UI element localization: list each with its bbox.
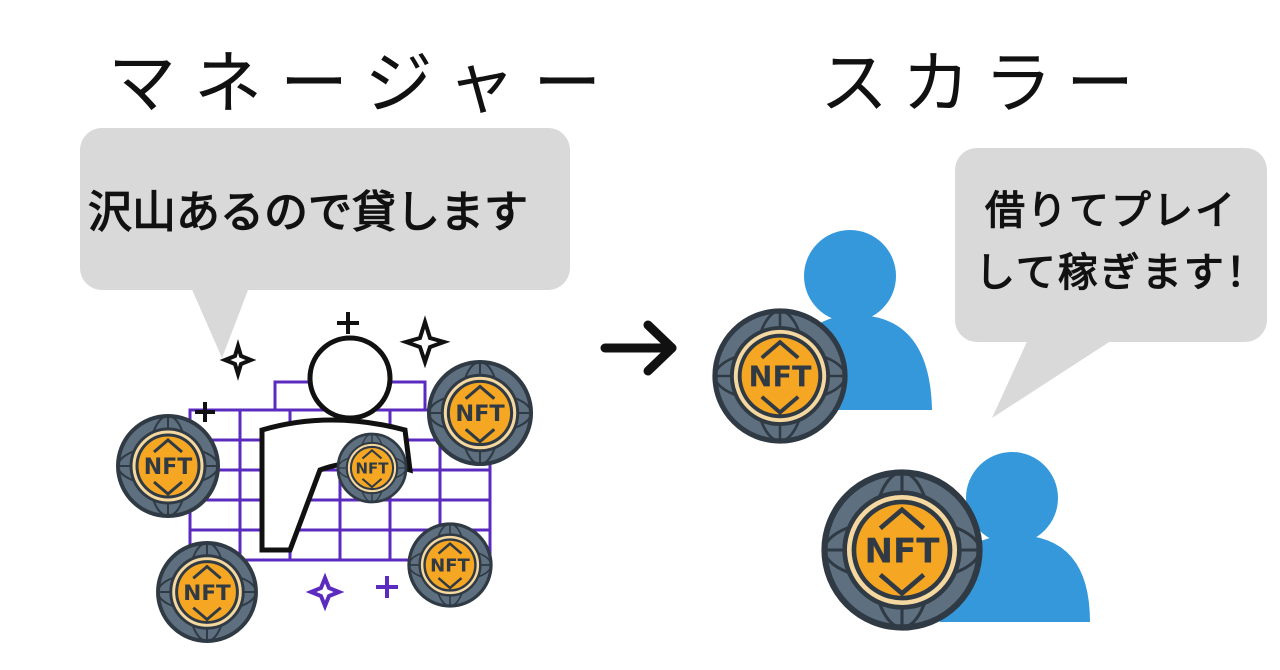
scholar-speech-bubble	[955, 148, 1267, 418]
manager-title: マネージャー	[108, 45, 620, 124]
coin-label: NFT	[144, 455, 192, 480]
coin-label: NFT	[455, 401, 505, 427]
nft-coin-icon: NFT	[336, 432, 408, 504]
nft-coin-icon: NFT	[715, 311, 845, 441]
nft-coin-icon: NFT	[429, 362, 531, 464]
scholar-speech-line-2: して稼ぎます！	[975, 250, 1268, 296]
coin-label: NFT	[749, 359, 812, 393]
manager-speech-bubble	[80, 128, 570, 358]
sparkle-icon	[305, 572, 398, 612]
nft-coin-icon: NFT	[156, 541, 258, 643]
nft-coin-icon: NFT	[825, 473, 980, 628]
right-arrow-icon	[600, 320, 677, 376]
coin-label: NFT	[864, 531, 940, 571]
coin-label: NFT	[356, 459, 390, 477]
nft-coin-icon: NFT	[407, 522, 493, 608]
coin-label: NFT	[183, 581, 231, 606]
scholar-title: スカラー	[820, 45, 1149, 124]
manager-speech-text: 沢山あるので貸します	[88, 187, 528, 238]
coin-label: NFT	[430, 556, 470, 577]
sparkle-icon	[195, 312, 451, 422]
scholar-speech-line-1: 借りてプレイ	[985, 188, 1237, 234]
nft-coin-icon: NFT	[116, 414, 220, 518]
